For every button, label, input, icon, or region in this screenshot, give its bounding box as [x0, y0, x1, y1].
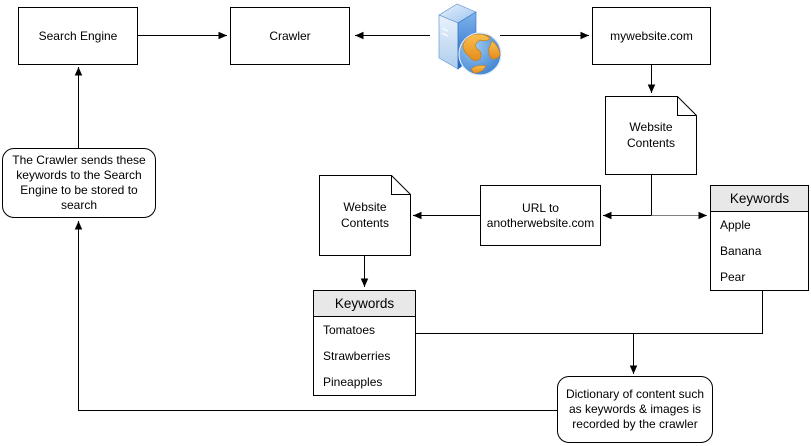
doc-website-contents-top: Website Contents — [605, 96, 697, 175]
table-row: Apple — [720, 218, 751, 232]
table-row: Banana — [720, 244, 762, 258]
note-crawler-sends-keywords-label: The Crawler sends these keywords to the … — [12, 153, 146, 212]
table-keywords-right: Keywords Apple Banana Pear — [710, 185, 809, 291]
document-icon — [319, 175, 411, 256]
table-row: Tomatoes — [323, 323, 376, 337]
note-dictionary-recorded: Dictionary of content such as keywords &… — [557, 376, 713, 443]
document-icon — [605, 96, 697, 175]
node-crawler: Crawler — [230, 7, 350, 65]
note-crawler-sends-keywords: The Crawler sends these keywords to the … — [2, 148, 156, 218]
node-search-engine: Search Engine — [18, 7, 138, 65]
node-search-engine-label: Search Engine — [38, 28, 118, 43]
table-keywords-right-header: Keywords — [711, 186, 808, 212]
node-mywebsite-label: mywebsite.com — [610, 28, 693, 43]
node-mywebsite: mywebsite.com — [592, 7, 711, 65]
doc-website-contents-mid-label: Website Contents — [340, 199, 390, 230]
table-keywords-left: Keywords Tomatoes Strawberries Pineapple… — [313, 290, 416, 396]
table-row: Pineapples — [323, 375, 383, 389]
table-row: Strawberries — [323, 349, 391, 363]
server-with-globe-icon — [438, 3, 502, 76]
doc-website-contents-top-label: Website Contents — [626, 119, 676, 150]
doc-website-contents-mid: Website Contents — [319, 175, 411, 256]
note-dictionary-recorded-label: Dictionary of content such as keywords &… — [565, 387, 705, 431]
node-url-anotherwebsite: URL to anotherwebsite.com — [480, 185, 601, 246]
node-crawler-label: Crawler — [269, 28, 311, 43]
node-url-anotherwebsite-label: URL to anotherwebsite.com — [486, 200, 595, 230]
table-row: Pear — [720, 270, 746, 284]
table-keywords-left-header: Keywords — [314, 291, 415, 317]
